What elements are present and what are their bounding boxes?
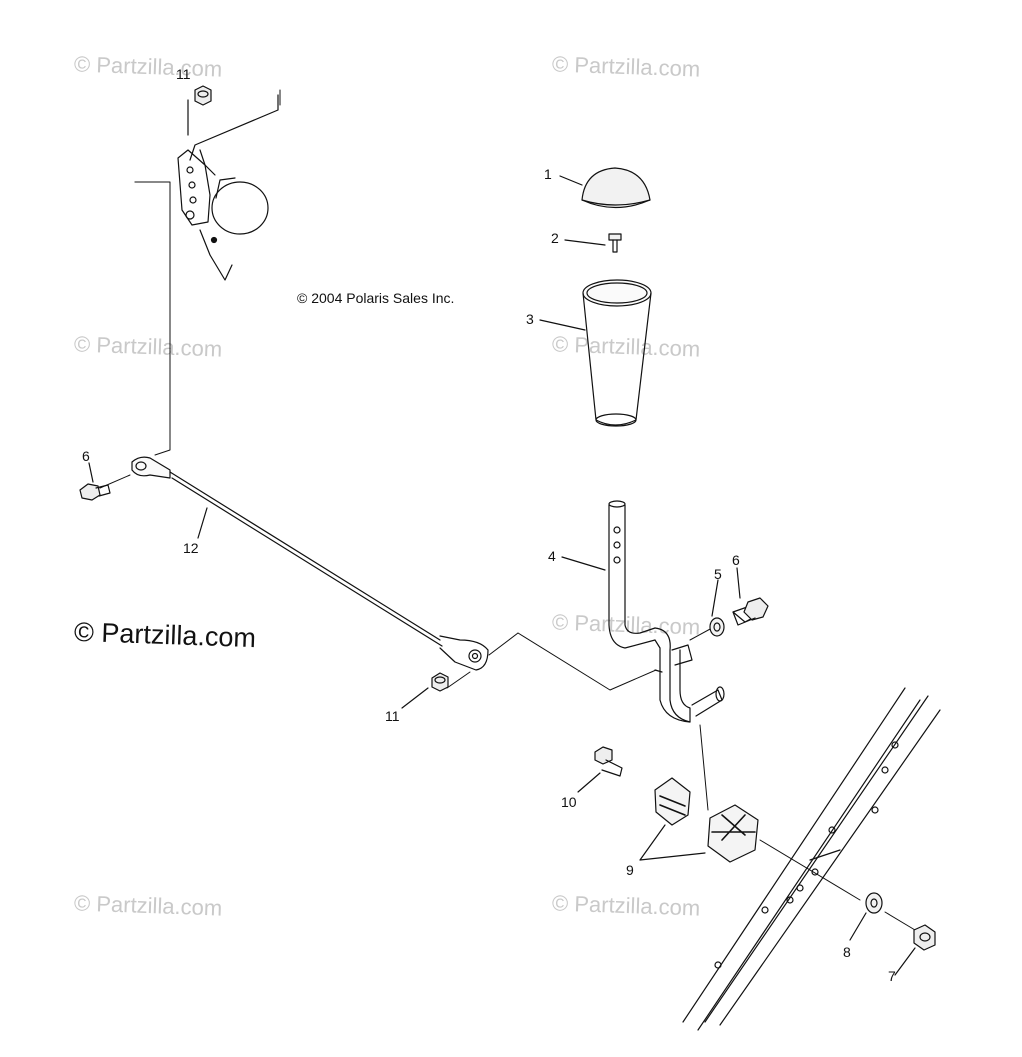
part-3-shift-knob	[582, 279, 652, 427]
callout-6-right: 6	[732, 552, 740, 568]
part-8-washer	[865, 892, 883, 914]
part-10-bolt	[594, 746, 623, 777]
callout-9: 9	[626, 862, 634, 878]
callout-11-lower: 11	[385, 708, 400, 724]
callout-12: 12	[183, 540, 199, 556]
callout-6-left: 6	[82, 448, 90, 464]
part-11-nut-lower	[431, 672, 449, 692]
part-7-nut	[913, 924, 936, 951]
part-2-screw	[608, 233, 622, 253]
part-11-nut-top	[194, 85, 212, 106]
part-6-bolt-left	[79, 483, 111, 501]
callout-11-top: 11	[176, 66, 191, 82]
callout-7: 7	[888, 968, 896, 984]
callout-3: 3	[526, 311, 534, 327]
callout-4: 4	[548, 548, 556, 564]
part-9-bushing-right	[707, 804, 759, 863]
upper-bracket-assembly	[177, 94, 279, 281]
part-6-bolt-right	[732, 597, 769, 626]
part-1-knob-cap	[581, 167, 651, 209]
callout-5: 5	[714, 566, 722, 582]
part-12-linkage-rod	[131, 456, 489, 671]
part-4-shift-lever	[608, 500, 725, 723]
callout-8: 8	[843, 944, 851, 960]
callout-1: 1	[544, 166, 552, 182]
callout-10: 10	[561, 794, 577, 810]
part-9-bushing-left	[654, 777, 691, 826]
callout-2: 2	[551, 230, 559, 246]
frame-rail	[682, 687, 941, 1031]
part-5-washer	[709, 617, 725, 637]
partzilla-watermark-featured: © Partzilla.com	[73, 616, 257, 654]
copyright-notice: © 2004 Polaris Sales Inc.	[297, 290, 455, 306]
